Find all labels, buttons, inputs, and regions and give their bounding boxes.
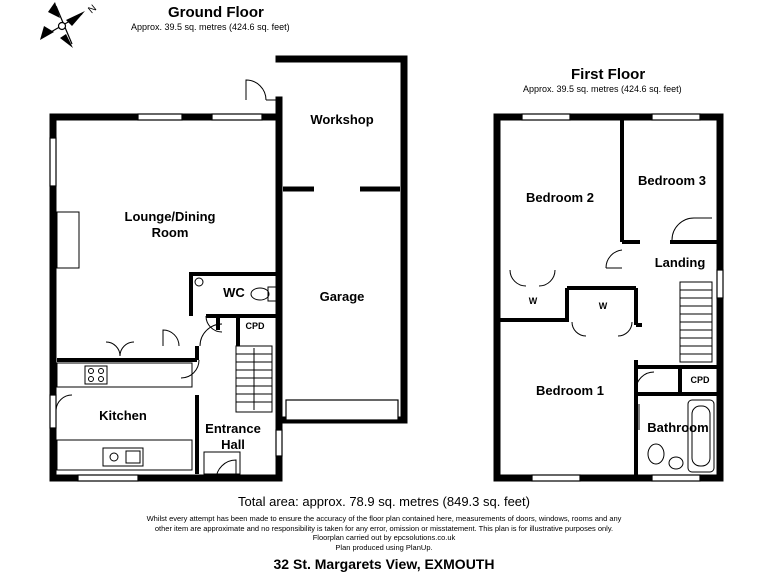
room-cpd-ground: CPD [245,321,265,331]
room-lounge-dining: Lounge/Dining Room [124,209,216,240]
room-bedroom-2: Bedroom 2 [526,190,594,205]
total-area: Total area: approx. 78.9 sq. metres (849… [238,494,530,509]
disclaimer-line-2: other item are approximate and no respon… [154,523,614,533]
room-entrance-hall: Entrance Hall [205,421,261,452]
wardrobe-1: W [528,296,538,306]
first-floor-title: First Floor [571,66,646,83]
room-kitchen: Kitchen [99,408,147,423]
credit-line-2: Plan produced using PlanUp. [335,542,433,552]
disclaimer: Whilst every attempt has been made to en… [0,514,768,552]
compass-icon [40,2,85,48]
room-garage: Garage [319,289,365,304]
ground-floor-title: Ground Floor [168,4,264,21]
credit-line-1: Floorplan carried out by epcsolutions.co… [312,533,456,542]
ground-floor-area: Approx. 39.5 sq. metres (424.6 sq. feet) [131,22,290,32]
room-landing: Landing [654,255,706,270]
first-floor-area: Approx. 39.5 sq. metres (424.6 sq. feet) [523,84,682,94]
property-address: 32 St. Margarets View, EXMOUTH [273,556,495,572]
disclaimer-line-1: Whilst every attempt has been made to en… [146,514,622,523]
wardrobe-2: W [598,301,608,311]
room-workshop: Workshop [310,112,374,127]
room-bedroom-3: Bedroom 3 [638,173,706,188]
room-cpd-first: CPD [690,375,710,385]
room-bedroom-1: Bedroom 1 [536,383,604,398]
room-bathroom: Bathroom [647,420,709,435]
room-wc: WC [223,285,245,300]
